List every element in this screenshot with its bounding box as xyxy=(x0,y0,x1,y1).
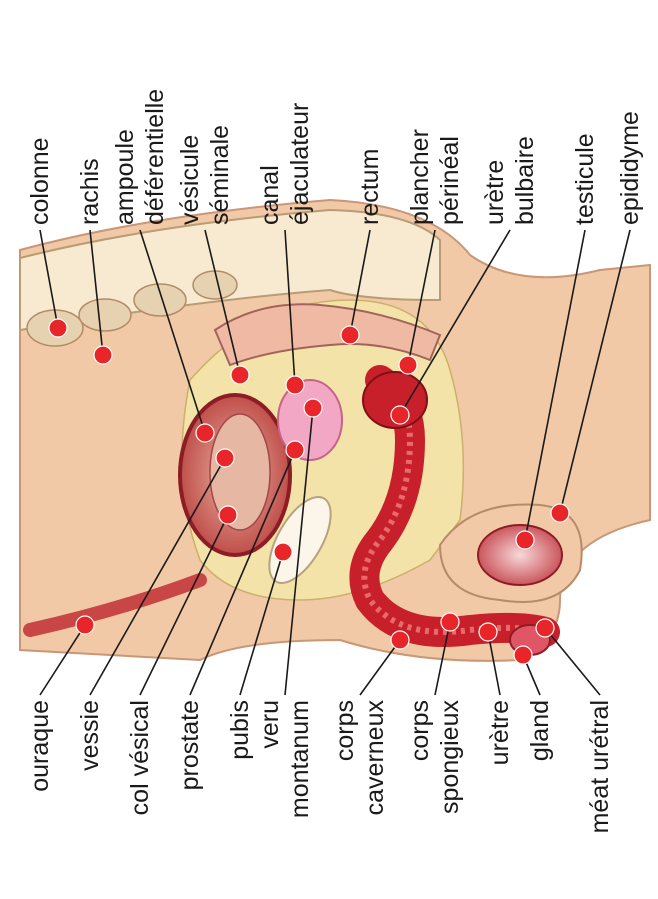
label-ampoule-line-1: ampoule xyxy=(111,129,139,225)
label-col-vesical: col vésical xyxy=(126,700,154,815)
label-prostate-line-1: prostate xyxy=(176,700,204,790)
marker-epididyme xyxy=(551,504,569,522)
label-veru-line-1: veru xyxy=(256,700,284,749)
marker-uretre xyxy=(479,623,497,641)
label-pubis-line-1: pubis xyxy=(226,700,254,760)
label-rachis: rachis xyxy=(76,158,104,225)
label-col-vesical-line-1: col vésical xyxy=(126,700,154,815)
label-testicule-line-1: testicule xyxy=(571,133,599,225)
marker-prostate xyxy=(286,441,304,459)
marker-ouraque xyxy=(76,616,94,634)
label-corps-spongieux-line-1: corps xyxy=(406,700,434,761)
label-corps-caverneux-line-1: corps xyxy=(331,700,359,761)
marker-gland xyxy=(514,646,532,664)
label-epididyme-line-1: epididyme xyxy=(616,111,644,225)
label-uretre-bulbaire-line-1: urètre xyxy=(481,160,509,225)
marker-pubis xyxy=(274,543,292,561)
label-corps-spongieux-line-2: spongieux xyxy=(436,700,464,814)
label-ouraque: ouraque xyxy=(26,700,54,792)
label-canal-line-1: canal xyxy=(256,165,284,225)
leader-meat xyxy=(545,628,600,695)
marker-testicule xyxy=(516,531,534,549)
marker-vesicule xyxy=(231,366,249,384)
marker-col-vesical xyxy=(219,506,237,524)
label-uretre-bulbaire-line-2: bulbaire xyxy=(511,136,539,225)
label-pubis: pubis xyxy=(226,700,254,760)
label-vesicule-line-2: séminale xyxy=(206,125,234,225)
label-veru-line-2: montanum xyxy=(286,700,314,818)
marker-vessie xyxy=(216,449,234,467)
label-rachis-line-1: rachis xyxy=(76,158,104,225)
label-epididyme: epididyme xyxy=(616,111,644,225)
label-colonne: colonne xyxy=(26,137,54,225)
marker-rachis xyxy=(94,346,112,364)
label-ampoule-line-2: déférentielle xyxy=(141,89,169,225)
label-uretre: urètre xyxy=(486,700,514,765)
illustration xyxy=(20,200,650,661)
marker-meat xyxy=(536,619,554,637)
label-vessie-line-1: vessie xyxy=(76,700,104,771)
label-prostate: prostate xyxy=(176,700,204,790)
marker-corps-caverneux xyxy=(391,631,409,649)
marker-plancher xyxy=(399,356,417,374)
label-vesicule-line-1: vésicule xyxy=(176,135,204,225)
label-colonne-line-1: colonne xyxy=(26,137,54,225)
marker-canal xyxy=(286,376,304,394)
label-vessie: vessie xyxy=(76,700,104,771)
label-ouraque-line-1: ouraque xyxy=(26,700,54,792)
label-corps-caverneux-line-2: caverneux xyxy=(361,700,389,816)
label-plancher-line-1: plancher xyxy=(406,129,434,225)
label-meat: méat urétral xyxy=(586,700,614,833)
label-gland-line-1: gland xyxy=(526,700,554,761)
marker-uretre-bulbaire xyxy=(391,406,409,424)
marker-ampoule xyxy=(196,424,214,442)
label-meat-line-1: méat urétral xyxy=(586,700,614,833)
marker-rectum xyxy=(341,326,359,344)
marker-colonne xyxy=(49,319,67,337)
label-rectum-line-1: rectum xyxy=(356,149,384,225)
label-gland: gland xyxy=(526,700,554,761)
label-uretre-line-1: urètre xyxy=(486,700,514,765)
label-testicule: testicule xyxy=(571,133,599,225)
label-plancher-line-2: périnéal xyxy=(436,136,464,225)
marker-corps-spongieux xyxy=(441,613,459,631)
label-rectum: rectum xyxy=(356,149,384,225)
marker-veru xyxy=(304,399,322,417)
label-canal-line-2: éjaculateur xyxy=(286,103,314,225)
